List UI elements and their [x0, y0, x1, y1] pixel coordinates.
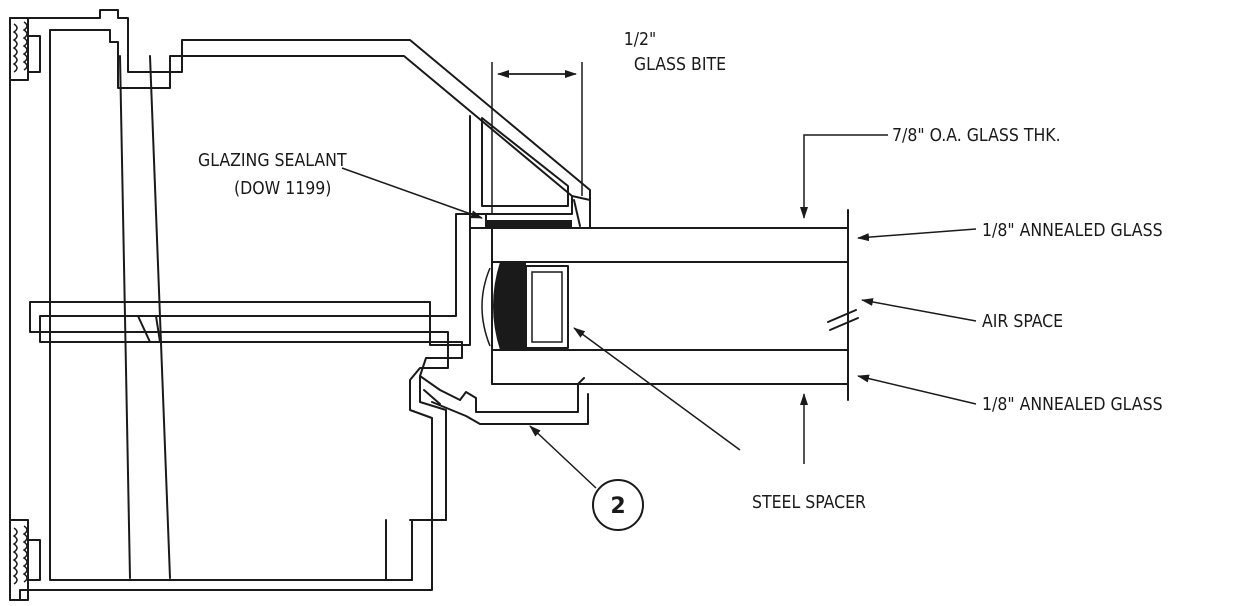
glazing-sealant-bead: [486, 220, 572, 228]
callout-number: 2: [610, 494, 625, 519]
glass-bite-dim-label: 1/2": [624, 30, 657, 50]
sealant-bead: [481, 267, 491, 347]
overall-thickness-dimension: [800, 134, 888, 464]
thermal-break-bottom: [9, 519, 41, 601]
frame-web-2: [149, 55, 171, 579]
secondary-seal: [493, 262, 526, 350]
frame-web-1: [119, 55, 131, 579]
frame-extrusion: [9, 9, 591, 601]
steel-spacer-core: [531, 271, 563, 343]
steel-spacer-leader: [573, 327, 741, 451]
outer-lite-label: 1/8" ANNEALED GLASS: [982, 221, 1163, 241]
glazing-sealant-label: GLAZING SEALANT: [198, 151, 347, 171]
air-break-mark-2: [829, 317, 859, 331]
overall-thickness-label: 7/8" O.A. GLASS THK.: [892, 126, 1061, 146]
glazing-sealant-product-label: (DOW 1199): [234, 179, 331, 199]
stop-lip: [571, 195, 591, 201]
steel-spacer-label: STEEL SPACER: [752, 493, 866, 513]
thermal-break-top: [9, 17, 41, 81]
insulated-glass-unit: [481, 209, 859, 401]
frame-lower-notch: [385, 519, 413, 581]
air-break-mark-1: [827, 309, 857, 323]
inner-lite-leader: [857, 374, 977, 405]
inner-lite-label: 1/8" ANNEALED GLASS: [982, 395, 1163, 415]
callout-bubble: [592, 479, 644, 531]
outer-lite-leader: [857, 228, 977, 242]
air-space-label: AIR SPACE: [982, 312, 1063, 332]
glass-bite-label: GLASS BITE: [634, 55, 726, 75]
glazing-sealant-leader: [341, 167, 483, 219]
frame-outline: [9, 9, 591, 601]
glass-bite-dimension: [491, 62, 583, 214]
frame-web-joint-2: [155, 315, 161, 343]
frame-web-joint: [137, 315, 151, 343]
callout-leader: [529, 425, 597, 489]
stop-nib: [573, 199, 581, 227]
air-space-leader: [861, 298, 977, 322]
glazing-stop-pocket: [481, 117, 569, 207]
glazing-stop-clip: [419, 375, 589, 425]
